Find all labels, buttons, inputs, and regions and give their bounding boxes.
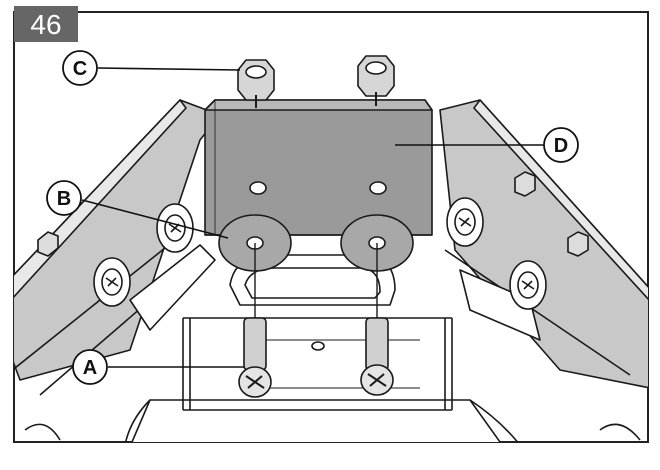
bolt-right bbox=[360, 243, 394, 396]
panel-bolt-right-upper bbox=[446, 197, 484, 247]
callout-c-label: C bbox=[73, 58, 87, 80]
nut-left bbox=[237, 59, 275, 108]
callout-b: B bbox=[46, 180, 82, 216]
panel-nut-right bbox=[514, 171, 589, 257]
panel-nut-left bbox=[37, 231, 59, 257]
bolt-left bbox=[238, 243, 272, 398]
callout-a: A bbox=[72, 349, 108, 385]
callout-a-label: A bbox=[83, 357, 97, 379]
callout-d: D bbox=[543, 127, 579, 163]
callout-b-label: B bbox=[57, 188, 71, 210]
step-number: 46 bbox=[30, 9, 61, 40]
panel-bolt-right-lower bbox=[509, 260, 547, 310]
panel-bolt-left-lower bbox=[93, 257, 131, 307]
callout-c: C bbox=[62, 50, 98, 86]
right-panel bbox=[439, 99, 648, 389]
step-badge: 46 bbox=[14, 6, 78, 42]
leader-line-c bbox=[97, 67, 241, 71]
callout-d-label: D bbox=[554, 135, 568, 157]
panel-bolt-left-upper bbox=[156, 203, 194, 253]
nut-right bbox=[357, 55, 395, 106]
mounting-plate bbox=[204, 99, 433, 236]
leader-line-b bbox=[81, 199, 229, 239]
